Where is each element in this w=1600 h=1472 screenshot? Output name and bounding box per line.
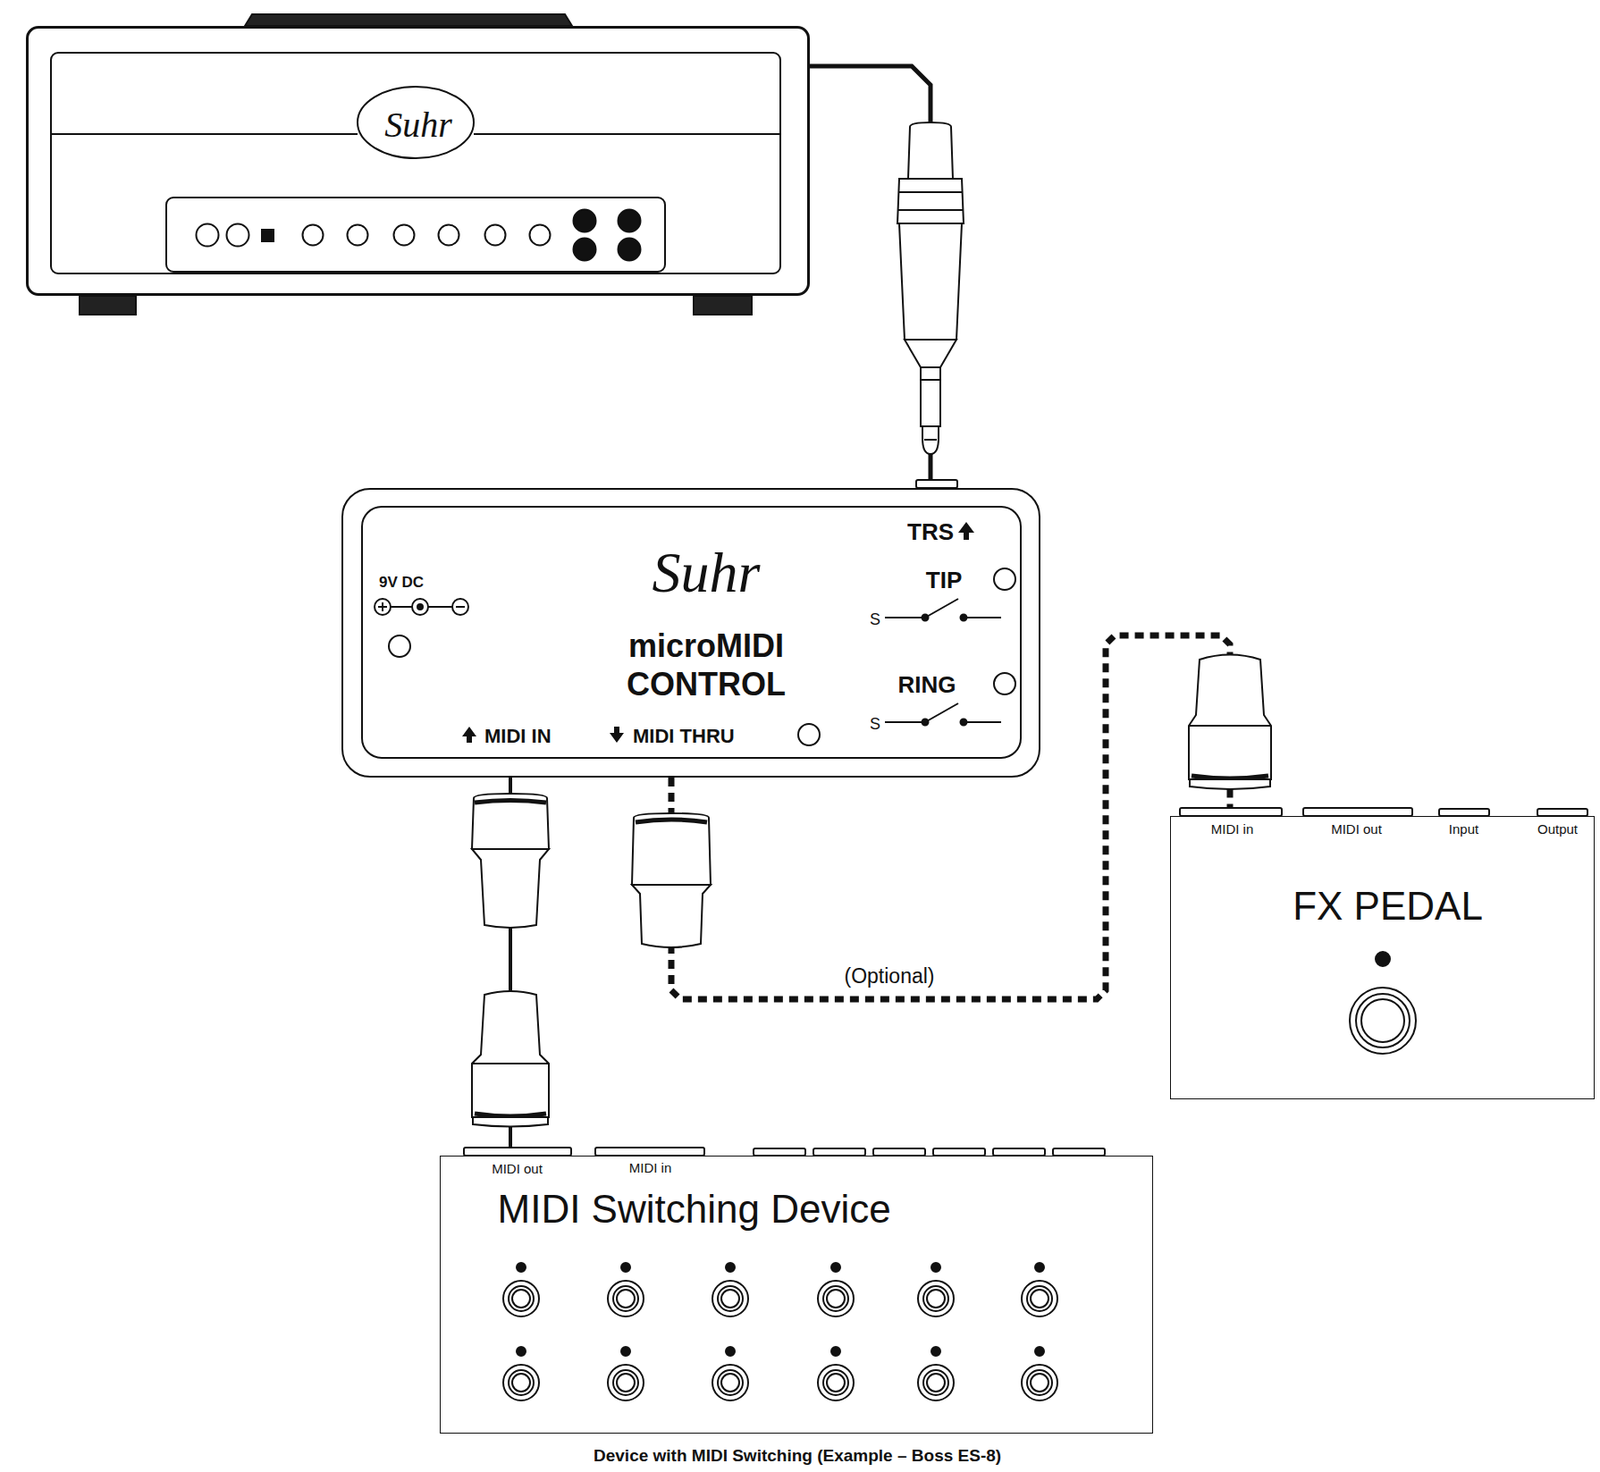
midi-controller: TRS Suhr 9V DC TIP SmicroMIDI CONTROL RING S MI… [341,488,1041,778]
amp-head: Suhr [25,25,810,296]
port-label: MIDI out [1330,821,1382,837]
switch-terminal: S [869,715,881,734]
port-label: MIDI in [629,1160,673,1176]
fx-pedal: MIDI in MIDI out Input Output FX PEDAL [1170,816,1595,1100]
device-name: MIDI Switching Device [497,1186,892,1232]
port-label: MIDI out [491,1161,543,1177]
product-name: microMIDI CONTROL [589,626,823,704]
switch-label: TIP [926,567,962,595]
port-label: MIDI THRU [632,724,735,748]
edge-label: (Optional) [841,964,939,989]
port-label: MIDI IN [484,724,552,748]
port-label: Input [1448,821,1479,837]
device-name: FX PEDAL [1292,883,1483,929]
switch-label: RING [898,672,957,699]
port-label: Output [1537,821,1578,837]
caption: Device with MIDI Switching (Example – Bo… [593,1446,1002,1466]
port-label: MIDI in [1211,821,1255,837]
amp-logo: Suhr [384,104,453,146]
power-label: 9V DC [378,573,424,592]
midi-switcher: MIDI out MIDI in MIDI Switching Device [439,1155,1154,1434]
switch-terminal: S [869,610,881,630]
port-label: TRS [907,519,954,547]
brand-logo: Suhr [652,539,761,607]
